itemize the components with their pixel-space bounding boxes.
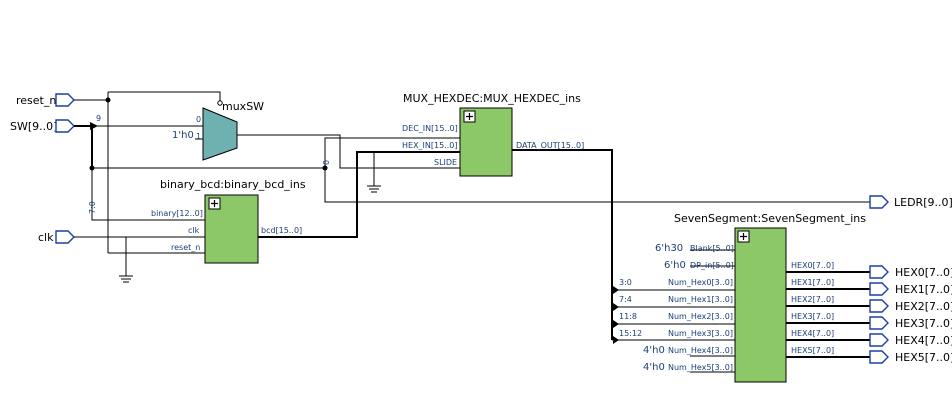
ss-slice-hex1: 7:4 [619, 295, 632, 304]
reset-n-label: reset_n [16, 94, 56, 107]
output-pin-ledr[interactable]: LEDR[9..0] [869, 195, 952, 209]
ss-port-num-hex2: Num_Hex2[3..0] [668, 312, 733, 321]
sevensegment-consts: 6'h30 6'h0 4'h0 4'h0 [643, 243, 686, 373]
ss-port-hex3: HEX3[7..0] [791, 312, 834, 321]
ledr-port-icon [869, 195, 889, 209]
input-pin-clk[interactable]: clk [38, 230, 75, 244]
output-pin-hex5[interactable]: HEX5[7..0] [869, 350, 952, 364]
clk-port-icon [55, 230, 75, 244]
wires: 9 7:0 0 [74, 91, 870, 373]
ss-port-num-hex0: Num_Hex0[3..0] [668, 278, 733, 287]
hex0-port-icon [869, 265, 889, 279]
hex1-label: HEX1[7..0] [895, 283, 952, 296]
mux-sw-in0-label: 0 [196, 115, 201, 124]
ss-port-hex4: HEX4[7..0] [791, 329, 834, 338]
ss-port-hex0: HEX0[7..0] [791, 261, 834, 270]
binary-bcd-port-clk: clk [188, 226, 200, 235]
binary-bcd-port-bcd: bcd[15..0] [261, 226, 302, 235]
mux-hexdec-block[interactable]: MUX_HEXDEC:MUX_HEXDEC_ins DEC_IN[15..0] … [402, 92, 584, 177]
hex0-label: HEX0[7..0] [895, 266, 952, 279]
ss-slice-hex2: 11:8 [619, 312, 637, 321]
hex5-port-icon [869, 350, 889, 364]
sevensegment-block[interactable]: SevenSegment:SevenSegment_ins Blank[5..0… [613, 212, 866, 383]
ss-const-blank: 6'h30 [655, 243, 683, 254]
output-pin-hex4[interactable]: HEX4[7..0] [869, 333, 952, 347]
binary-bcd-block[interactable]: binary_bcd:binary_bcd_ins binary[12..0] … [151, 178, 306, 264]
hex2-label: HEX2[7..0] [895, 300, 952, 313]
mux-hexdec-port-data-out: DATA_OUT[15..0] [516, 141, 584, 150]
mux-hexdec-title: MUX_HEXDEC:MUX_HEXDEC_ins [403, 92, 581, 105]
mux-hexdec-port-dec-in: DEC_IN[15..0] [402, 124, 458, 133]
hex4-port-icon [869, 333, 889, 347]
sevensegment-title: SevenSegment:SevenSegment_ins [674, 212, 866, 225]
reset-n-port-icon [55, 93, 75, 107]
ss-const-num-hex4: 4'h0 [643, 345, 665, 356]
hex1-port-icon [869, 282, 889, 296]
sw-bit-label: 9 [96, 114, 101, 123]
ss-slice-hex0: 3:0 [619, 278, 632, 287]
ss-port-hex5: HEX5[7..0] [791, 346, 834, 355]
mux-sw-label: muxSW [222, 100, 264, 113]
ss-port-hex1: HEX1[7..0] [791, 278, 834, 287]
ledr-label: LEDR[9..0] [894, 196, 952, 209]
sevensegment-slices: 3:0 7:4 11:8 15:12 [613, 278, 642, 344]
binary-bcd-port-reset-n: reset_n [171, 243, 200, 252]
sw-port-icon [55, 119, 75, 133]
ss-port-num-hex5: Num_Hex5[3..0] [668, 363, 733, 372]
ss-port-hex2: HEX2[7..0] [791, 295, 834, 304]
output-pin-hex0[interactable]: HEX0[7..0] [869, 265, 952, 279]
sevensegment-inputs: Blank[5..0] DP_in[5..0] Num_Hex0[3..0] N… [668, 244, 734, 372]
mux-sw-in1-label: 1 [196, 132, 201, 141]
sevensegment-outputs: HEX0[7..0] HEX1[7..0] HEX2[7..0] HEX3[7.… [791, 261, 834, 355]
ss-port-num-hex3: Num_Hex3[3..0] [668, 329, 733, 338]
ss-port-num-hex4: Num_Hex4[3..0] [668, 346, 733, 355]
ss-const-num-hex5: 4'h0 [643, 362, 665, 373]
ss-port-num-hex1: Num_Hex1[3..0] [668, 295, 733, 304]
input-pin-sw[interactable]: SW[9..0] [10, 119, 75, 133]
ss-const-dp-in: 6'h0 [664, 260, 686, 271]
output-pin-hex3[interactable]: HEX3[7..0] [869, 316, 952, 330]
hex3-port-icon [869, 316, 889, 330]
hex4-label: HEX4[7..0] [895, 334, 952, 347]
hex5-label: HEX5[7..0] [895, 351, 952, 364]
ss-port-blank: Blank[5..0] [690, 244, 734, 253]
binary-bcd-title: binary_bcd:binary_bcd_ins [160, 178, 306, 191]
hex2-port-icon [869, 299, 889, 313]
mux-hexdec-port-slide: SLIDE [434, 158, 457, 167]
binary-bcd-port-binary: binary[12..0] [151, 209, 203, 218]
ss-port-dp-in: DP_in[5..0] [690, 261, 734, 270]
binary-slice-label: 7:0 [88, 201, 97, 214]
clk-label: clk [38, 231, 54, 244]
mux-sw[interactable]: muxSW 0 1 1'h0 [172, 100, 264, 161]
sevensegment-rect [734, 227, 787, 383]
input-pin-reset-n[interactable]: reset_n [16, 93, 75, 107]
output-pin-hex1[interactable]: HEX1[7..0] [869, 282, 952, 296]
ss-slice-hex3: 15:12 [619, 329, 642, 338]
mux-sw-shape [202, 107, 238, 161]
mux-sw-const-label: 1'h0 [172, 130, 194, 141]
sw-label: SW[9..0] [10, 120, 57, 133]
hex3-label: HEX3[7..0] [895, 317, 952, 330]
mux-hexdec-port-hex-in: HEX_IN[15..0] [402, 141, 458, 150]
output-pin-hex2[interactable]: HEX2[7..0] [869, 299, 952, 313]
slide-slice-label: 0 [322, 160, 331, 165]
